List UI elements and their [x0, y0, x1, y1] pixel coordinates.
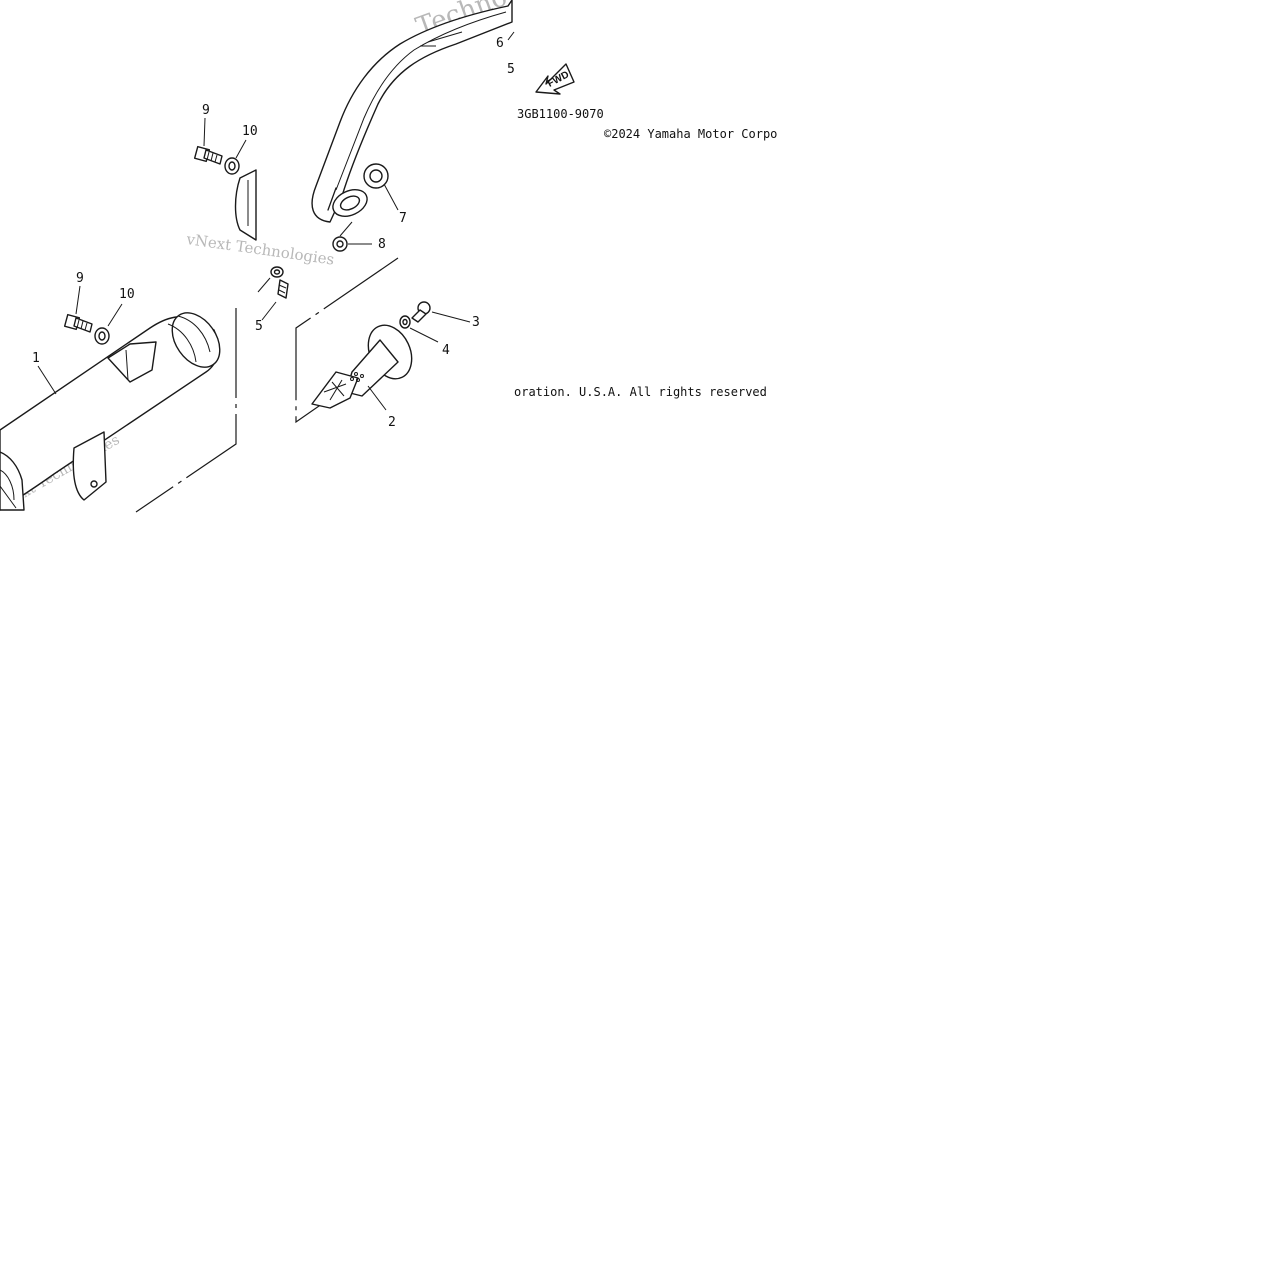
- watermark-middle: vNext Technologies: [184, 230, 335, 269]
- callout-10-upper: 10: [242, 124, 258, 139]
- washer-upper: [224, 139, 247, 175]
- washer-lower: [94, 303, 123, 345]
- frame-left: [135, 308, 237, 513]
- washer: [399, 315, 439, 343]
- leader-1: [37, 365, 57, 395]
- diagram-code: 3GB1100-9070: [517, 107, 604, 121]
- callout-8: 8: [378, 237, 386, 252]
- callout-6: 6: [496, 36, 504, 51]
- nut: [332, 221, 372, 252]
- callout-5-top: 5: [507, 62, 515, 77]
- muffler: [0, 312, 221, 511]
- callout-4: 4: [442, 343, 450, 358]
- callout-10-lower: 10: [119, 287, 135, 302]
- bolt-upper: [193, 117, 223, 165]
- heat-shield-fragment: [234, 169, 257, 241]
- exhaust-pipe: [311, 0, 513, 223]
- callout-2: 2: [388, 415, 396, 430]
- screw: [411, 301, 471, 323]
- callout-9-lower: 9: [76, 271, 84, 286]
- copyright-line-2: oration. U.S.A. All rights reserved: [514, 385, 767, 399]
- spark-arrester: [311, 324, 413, 411]
- leader-6: [507, 31, 515, 41]
- bolt-middle: [257, 266, 289, 321]
- copyright-line-1: ©2024 Yamaha Motor Corpo: [604, 127, 777, 141]
- callout-5-middle: 5: [255, 319, 263, 334]
- callout-1: 1: [32, 351, 40, 366]
- callout-3: 3: [472, 315, 480, 330]
- gasket: [363, 163, 399, 211]
- pipe-flange: [327, 187, 368, 217]
- bolt-lower: [63, 285, 93, 333]
- fwd-arrow-icon: FWD: [535, 63, 575, 95]
- callout-7: 7: [399, 211, 407, 226]
- callout-9-upper: 9: [202, 103, 210, 118]
